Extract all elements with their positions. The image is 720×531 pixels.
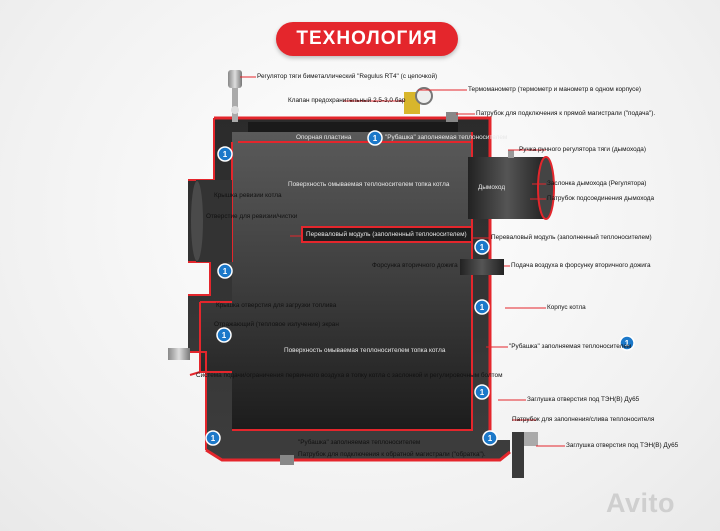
svg-text:1: 1 bbox=[480, 303, 485, 312]
label-secondary-nozzle: Форсунка вторичного дожига bbox=[372, 262, 458, 269]
return-pipe-shape bbox=[280, 455, 294, 465]
label-upper-chamber: Поверхность омываемая теплоносителем топ… bbox=[288, 181, 450, 188]
label-heater-plug-upper: Заглушка отверстия под ТЭН(В) Ду65 bbox=[527, 396, 640, 403]
info-marker-5 bbox=[474, 239, 490, 255]
label-return-pipe: Патрубок для подключения к обратной маги… bbox=[298, 451, 486, 458]
svg-text:1: 1 bbox=[480, 388, 485, 397]
info-marker-4 bbox=[216, 327, 232, 343]
svg-text:1: 1 bbox=[488, 434, 493, 443]
label-flue-inner: Дымоход bbox=[478, 184, 506, 191]
info-marker-numbers: 1 1 1 1 1 1 1 1 1 1 bbox=[211, 134, 630, 443]
label-jacket-bottom: "Рубашка" заполняемая теплоносителем bbox=[298, 439, 421, 446]
label-supply-pipe: Патрубок для подключения к прямой магист… bbox=[476, 110, 656, 117]
info-marker-8 bbox=[474, 384, 490, 400]
info-marker-2 bbox=[367, 130, 383, 146]
svg-text:1: 1 bbox=[223, 150, 228, 159]
boiler-body-shape bbox=[188, 116, 511, 462]
svg-text:1: 1 bbox=[625, 339, 630, 348]
label-jacket-top: "Рубашка" заполняемая теплоносителем bbox=[385, 134, 508, 141]
label-flue-pipe: Патрубок подсоединения дымохода bbox=[547, 195, 655, 202]
info-marker-10 bbox=[482, 430, 498, 446]
label-reflective-screen: Отражающий (тепловое излучение) экран bbox=[214, 321, 339, 328]
svg-text:1: 1 bbox=[211, 434, 216, 443]
label-module-inner: Переваловый модуль (заполненный теплонос… bbox=[306, 231, 467, 238]
info-markers bbox=[205, 130, 635, 446]
info-marker-1 bbox=[217, 146, 233, 162]
label-module-right: Переваловый модуль (заполненный теплонос… bbox=[491, 234, 652, 241]
label-air-supply: Подача воздуха в форсунку вторичного дож… bbox=[511, 262, 651, 269]
label-smoke-handle: Ручка ручного регулятора тяги (дымохода) bbox=[519, 146, 646, 153]
flue-pipe-shape bbox=[468, 150, 555, 220]
label-fill-drain-pipe: Патрубок для заполнения/слива теплоносит… bbox=[512, 416, 655, 423]
regulator-shape bbox=[228, 70, 242, 122]
right-legs-shape bbox=[512, 432, 524, 478]
watermark-logo: Avito bbox=[606, 488, 675, 518]
svg-text:1: 1 bbox=[223, 267, 228, 276]
valve-shape bbox=[404, 87, 458, 122]
label-regulator: Регулятор тяги биметаллический "Regulus … bbox=[257, 73, 438, 80]
air-tube-shape bbox=[460, 259, 504, 275]
info-marker-3 bbox=[217, 263, 233, 279]
page-title: ТЕХНОЛОГИЯ bbox=[276, 22, 458, 56]
label-safety-valve: Клапан предохранительный 2,5-3,0 бар bbox=[288, 97, 406, 104]
label-smoke-damper: Заслонка дымохода (Регулятора) bbox=[547, 180, 647, 187]
info-marker-7 bbox=[619, 335, 635, 351]
air-knob-shape bbox=[168, 348, 190, 360]
label-air-system: Система подачи/ограничения первичного во… bbox=[196, 372, 503, 379]
inspection-tube-shape bbox=[191, 180, 232, 262]
label-heater-plug-lower: Заглушка отверстия под ТЭН(В) Ду65 bbox=[566, 442, 679, 449]
fill-pipe-shape bbox=[524, 432, 538, 446]
label-support-plate: Опорная пластина bbox=[296, 134, 352, 141]
svg-text:1: 1 bbox=[480, 243, 485, 252]
label-fuel-cover: Крышка отверстия для загрузки топлива bbox=[216, 302, 337, 309]
label-thermomanometer: Термоманометр (термометр и манометр в од… bbox=[468, 86, 642, 93]
svg-text:1: 1 bbox=[373, 134, 378, 143]
info-marker-9 bbox=[205, 430, 221, 446]
label-inspection-cover: Крышка ревизии котла bbox=[214, 192, 282, 199]
label-lower-chamber: Поверхность омываемая теплоносителем топ… bbox=[284, 347, 446, 354]
svg-text:1: 1 bbox=[222, 331, 227, 340]
label-boiler-body: Корпус котла bbox=[547, 304, 586, 311]
leader-lines bbox=[240, 76, 565, 447]
info-marker-6 bbox=[474, 299, 490, 315]
label-cleaning-hole: Отверстие для ревизии/чистки bbox=[206, 213, 298, 220]
label-jacket-right: "Рубашка" заполняемая теплоносителем bbox=[509, 343, 632, 350]
